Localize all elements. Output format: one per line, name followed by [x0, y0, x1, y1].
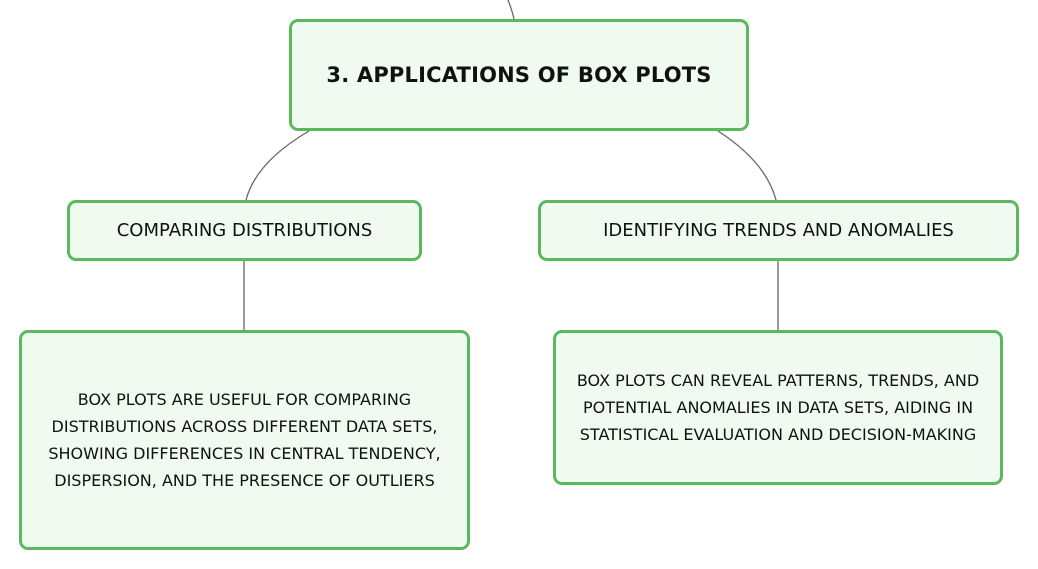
connector-root-to-trends [717, 130, 777, 201]
connector-parent-to-root [507, 0, 515, 20]
connector-root-to-comparing [245, 130, 310, 201]
description-node-comparing-distributions[interactable]: BOX PLOTS ARE USEFUL FOR COMPARING DISTR… [19, 330, 470, 550]
subtopic-node-comparing-distributions[interactable]: COMPARING DISTRIBUTIONS [67, 200, 422, 261]
subtopic-label-comparing-distributions: COMPARING DISTRIBUTIONS [116, 220, 373, 241]
root-topic-node[interactable]: 3. APPLICATIONS OF BOX PLOTS [289, 19, 749, 131]
description-text-comparing-distributions: BOX PLOTS ARE USEFUL FOR COMPARING DISTR… [48, 390, 441, 490]
description-node-identifying-trends[interactable]: BOX PLOTS CAN REVEAL PATTERNS, TRENDS, A… [553, 330, 1003, 485]
subtopic-label-identifying-trends: IDENTIFYING TRENDS AND ANOMALIES [603, 220, 954, 241]
root-topic-label: 3. APPLICATIONS OF BOX PLOTS [326, 63, 712, 87]
description-text-identifying-trends: BOX PLOTS CAN REVEAL PATTERNS, TRENDS, A… [576, 371, 980, 444]
subtopic-node-identifying-trends[interactable]: IDENTIFYING TRENDS AND ANOMALIES [538, 200, 1019, 261]
